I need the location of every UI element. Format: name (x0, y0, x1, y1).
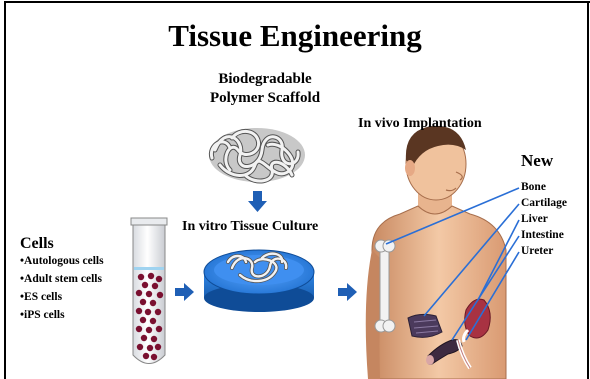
cell-type-adult-stem: •Adult stem cells (20, 274, 102, 286)
organ-label-liver: Liver (521, 214, 548, 226)
cartilage-icon (408, 314, 442, 337)
scaffold-label-line1: Biodegradable (150, 72, 380, 87)
polymer-scaffold-icon (209, 128, 305, 182)
in-vitro-label: In vitro Tissue Culture (182, 220, 318, 234)
diagram-title: Tissue Engineering (0, 20, 590, 51)
cell-type-autologous: •Autologous cells (20, 256, 104, 268)
new-heading: New (521, 152, 553, 169)
arrow-down-icon (248, 191, 267, 212)
test-tube-icon (131, 218, 167, 364)
organ-label-cartilage: Cartilage (521, 198, 567, 210)
scaffold-label-line2: Polymer Scaffold (150, 91, 380, 106)
in-vivo-label: In vivo Implantation (358, 117, 482, 131)
organ-label-ureter: Ureter (521, 246, 553, 258)
culture-dish-icon (204, 250, 314, 312)
organ-label-bone: Bone (521, 182, 546, 194)
cells-heading: Cells (20, 236, 54, 252)
arrow-right-icon (175, 283, 194, 301)
cell-type-ips: •iPS cells (20, 310, 65, 322)
arrow-right-icon (338, 283, 357, 301)
organ-label-intestine: Intestine (521, 230, 564, 242)
cell-type-es: •ES cells (20, 292, 62, 304)
